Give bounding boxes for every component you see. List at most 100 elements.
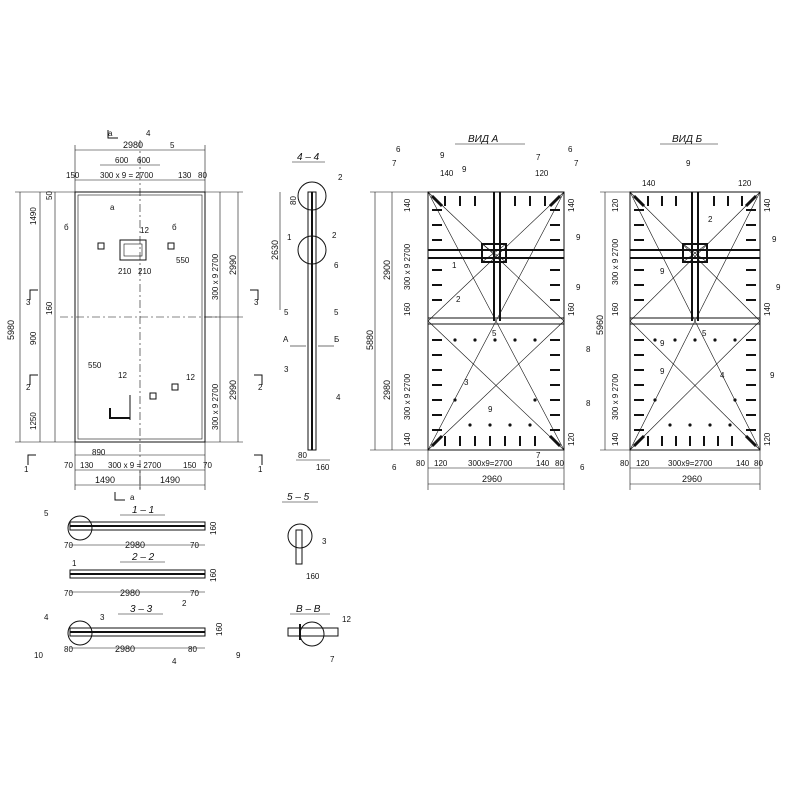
plan-130-bot: 130: [80, 461, 94, 470]
s33-80-r: 80: [188, 645, 197, 654]
s22-c2: 2: [182, 599, 187, 608]
section-2-2: 2 – 2 1 2 70 2980 70 160: [64, 552, 218, 608]
section-1-1-title: 1 – 1: [132, 505, 154, 516]
view-a-c9-r1: 9: [576, 233, 581, 242]
view-b-vspacing-2: 300 x 9 2700: [611, 373, 620, 420]
plan-1490-left: 1490: [29, 207, 38, 225]
view-a-80-r: 80: [555, 459, 564, 468]
svv-c12: 12: [342, 615, 351, 624]
s44-c3: 3: [284, 365, 289, 374]
s44-c1: 1: [287, 233, 292, 242]
cut-a-mid: а: [110, 203, 115, 212]
view-a-r-140: 140: [567, 198, 576, 212]
section-3-3: 3 – 3 4 3 10 4 9 80 2980 80 160: [34, 604, 241, 666]
view-a-c9-b: 9: [488, 405, 493, 414]
view-b-c5: 5: [702, 329, 707, 338]
view-b-height: 5960: [595, 315, 605, 335]
view-a-c7-tl: 7: [392, 159, 397, 168]
view-b-edge-ticks: [632, 194, 758, 448]
s44-c6: 6: [334, 261, 339, 270]
section-v-v: В – В 12 7: [287, 604, 351, 664]
s44-label-a: А: [283, 335, 289, 344]
view-b-80-r: 80: [754, 459, 763, 468]
s33-len: 2980: [115, 644, 135, 654]
s33-c3: 3: [100, 613, 105, 622]
view-a-hspacing: 300x9=2700: [468, 459, 513, 468]
view-a-c120-t: 120: [535, 169, 549, 178]
view-a-r-160: 160: [567, 302, 576, 316]
plan-side-spacing-top: 300 x 9 2700: [211, 253, 220, 300]
view-a-c9-tr: 9: [462, 165, 467, 174]
view-b-title: ВИД Б: [672, 134, 703, 145]
view-a-c7-b: 7: [536, 451, 541, 460]
section-2-2-title: 2 – 2: [131, 552, 155, 563]
view-a-c7-tr2: 7: [574, 159, 579, 168]
view-b-120-b: 120: [636, 459, 650, 468]
plan-210-b: 210: [138, 267, 152, 276]
section-5-5-title: 5 – 5: [287, 492, 310, 503]
s11-len: 2980: [125, 540, 145, 550]
view-b-c2: 2: [708, 215, 713, 224]
view-a-c7-tr: 7: [536, 153, 541, 162]
plan-160-left: 160: [45, 301, 54, 315]
view-a-140-a: 140: [403, 198, 412, 212]
view-a-c2: 2: [456, 295, 461, 304]
cut-b-right: б: [172, 223, 177, 232]
view-a-vspacing-2: 300 x 9 2700: [403, 373, 412, 420]
view-b-c9-m: 9: [660, 267, 665, 276]
plan-bottom-spacing: 300 x 9 = 2700: [108, 461, 162, 470]
view-b-140-r2: 140: [763, 302, 772, 316]
s22-70-r: 70: [190, 589, 199, 598]
plan-550-top: 550: [176, 256, 190, 265]
view-a-c9-t: 9: [440, 151, 445, 160]
section-1-1: 1 – 1 5 70 2980 70 160: [44, 505, 218, 550]
plan-130: 130: [178, 171, 192, 180]
view-b-120-t: 120: [738, 179, 752, 188]
s44-c2-a: 2: [338, 173, 343, 182]
section-v-v-title: В – В: [296, 604, 321, 615]
view-a-c6-bl: 6: [392, 463, 397, 472]
plan-side-spacing-bot: 300 x 9 2700: [211, 383, 220, 430]
view-a-c6-br: 6: [580, 463, 585, 472]
view-b-140-l: 140: [611, 432, 620, 446]
s22-160: 160: [209, 568, 218, 582]
view-a-c9-r2: 9: [576, 283, 581, 292]
plan-70-left: 70: [64, 461, 73, 470]
view-a-c3: 3: [464, 378, 469, 387]
view-b-120-r: 120: [763, 432, 772, 446]
s55-c3: 3: [322, 537, 327, 546]
view-b-120-l: 120: [611, 198, 620, 212]
plan-70-right: 70: [203, 461, 212, 470]
view-b-c9-t: 9: [686, 159, 691, 168]
s44-c2-b: 2: [332, 231, 337, 240]
s44-b80: 80: [298, 451, 307, 460]
view-b-dots: [653, 338, 737, 427]
cut-3-right: 3: [254, 298, 259, 307]
s33-c10: 10: [34, 651, 43, 660]
plan-width-top: 2980: [123, 140, 143, 150]
section-4-4-title: 4 – 4: [297, 152, 320, 163]
view-b-80-l: 80: [620, 459, 629, 468]
view-a-vspacing-1: 300 x 9 2700: [403, 243, 412, 290]
plan-bottom-left: 1490: [95, 475, 115, 485]
plan-top-spacing: 300 x 9 = 2700: [100, 171, 154, 180]
cut-a-top: а: [108, 129, 113, 138]
view-a-title: ВИД А: [468, 134, 499, 145]
view-b-c9-l2: 9: [660, 367, 665, 376]
view-b-c9-r3: 9: [770, 371, 775, 380]
cut-1-right: 1: [258, 465, 263, 474]
cut-2-right: 2: [258, 383, 263, 392]
s33-c9: 9: [236, 651, 241, 660]
plan-210-a: 210: [118, 267, 132, 276]
plan-890: 890: [92, 448, 106, 457]
s33-c4: 4: [44, 613, 49, 622]
view-b-c9-r1: 9: [772, 235, 777, 244]
view-a-height: 5880: [365, 330, 375, 350]
view-b-160-l: 160: [611, 302, 620, 316]
s22-70: 70: [64, 589, 73, 598]
plan-lower-half: 2990: [228, 380, 238, 400]
view-a-r-120: 120: [567, 432, 576, 446]
view-a-160: 160: [403, 302, 412, 316]
view-b-hspacing: 300x9=2700: [668, 459, 713, 468]
